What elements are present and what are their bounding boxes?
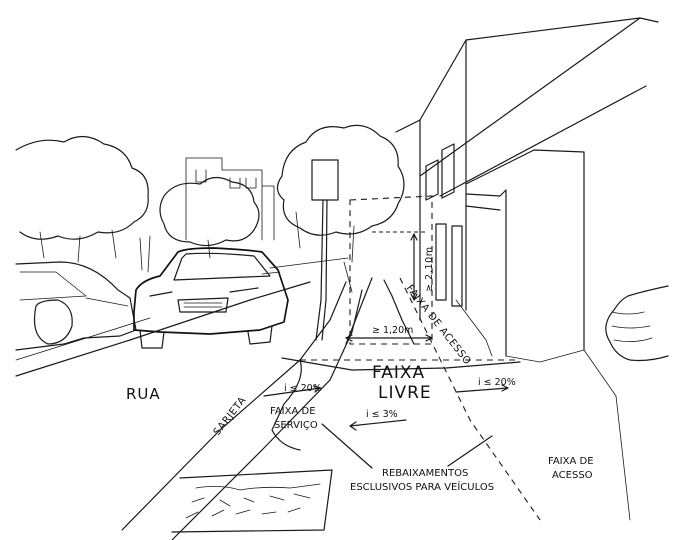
- faixa-acesso-label-line1: FAIXA DE: [548, 456, 594, 467]
- faixa-livre-label-line1: FAIXA: [372, 363, 426, 383]
- shrub-right: [605, 285, 669, 362]
- sidewalk-zones: [271, 195, 541, 521]
- driveway-hatch: [171, 469, 333, 533]
- traffic-sign: [311, 159, 339, 341]
- curb-cut-pointers: [321, 423, 493, 469]
- rebaixamentos-label-line2: ESCLUSIVOS PARA VEÍCULOS: [350, 482, 495, 493]
- rua-label: RUA: [126, 385, 161, 403]
- rebaixamentos-label-line1: REBAIXAMENTOS: [382, 468, 469, 479]
- min-height-label: ≥ 2,10m: [424, 246, 435, 292]
- faixa-servico-label-line2: SERVIÇO: [274, 420, 318, 431]
- service-slope-label: i ≤ 20%: [284, 383, 322, 394]
- street-tree-center: [276, 124, 405, 293]
- faixa-servico-label-line1: FAIXA DE: [270, 406, 316, 417]
- background-buildings: [185, 157, 275, 241]
- parked-car-main: [133, 247, 289, 349]
- sarjeta-label: SARJETA: [212, 395, 249, 438]
- min-width-label: ≥ 1,20m: [372, 325, 414, 336]
- access-slope-label: i ≤ 20%: [478, 377, 516, 388]
- dimension-arrows: [263, 233, 509, 431]
- clear-slope-label: i ≤ 3%: [366, 409, 398, 420]
- parked-car-left: [15, 261, 137, 351]
- street-trees-left: [15, 135, 260, 273]
- faixa-acesso-label-line2: ACESSO: [552, 470, 593, 481]
- buildings-right: [395, 17, 659, 521]
- faixa-livre-label-line2: LIVRE: [378, 383, 432, 403]
